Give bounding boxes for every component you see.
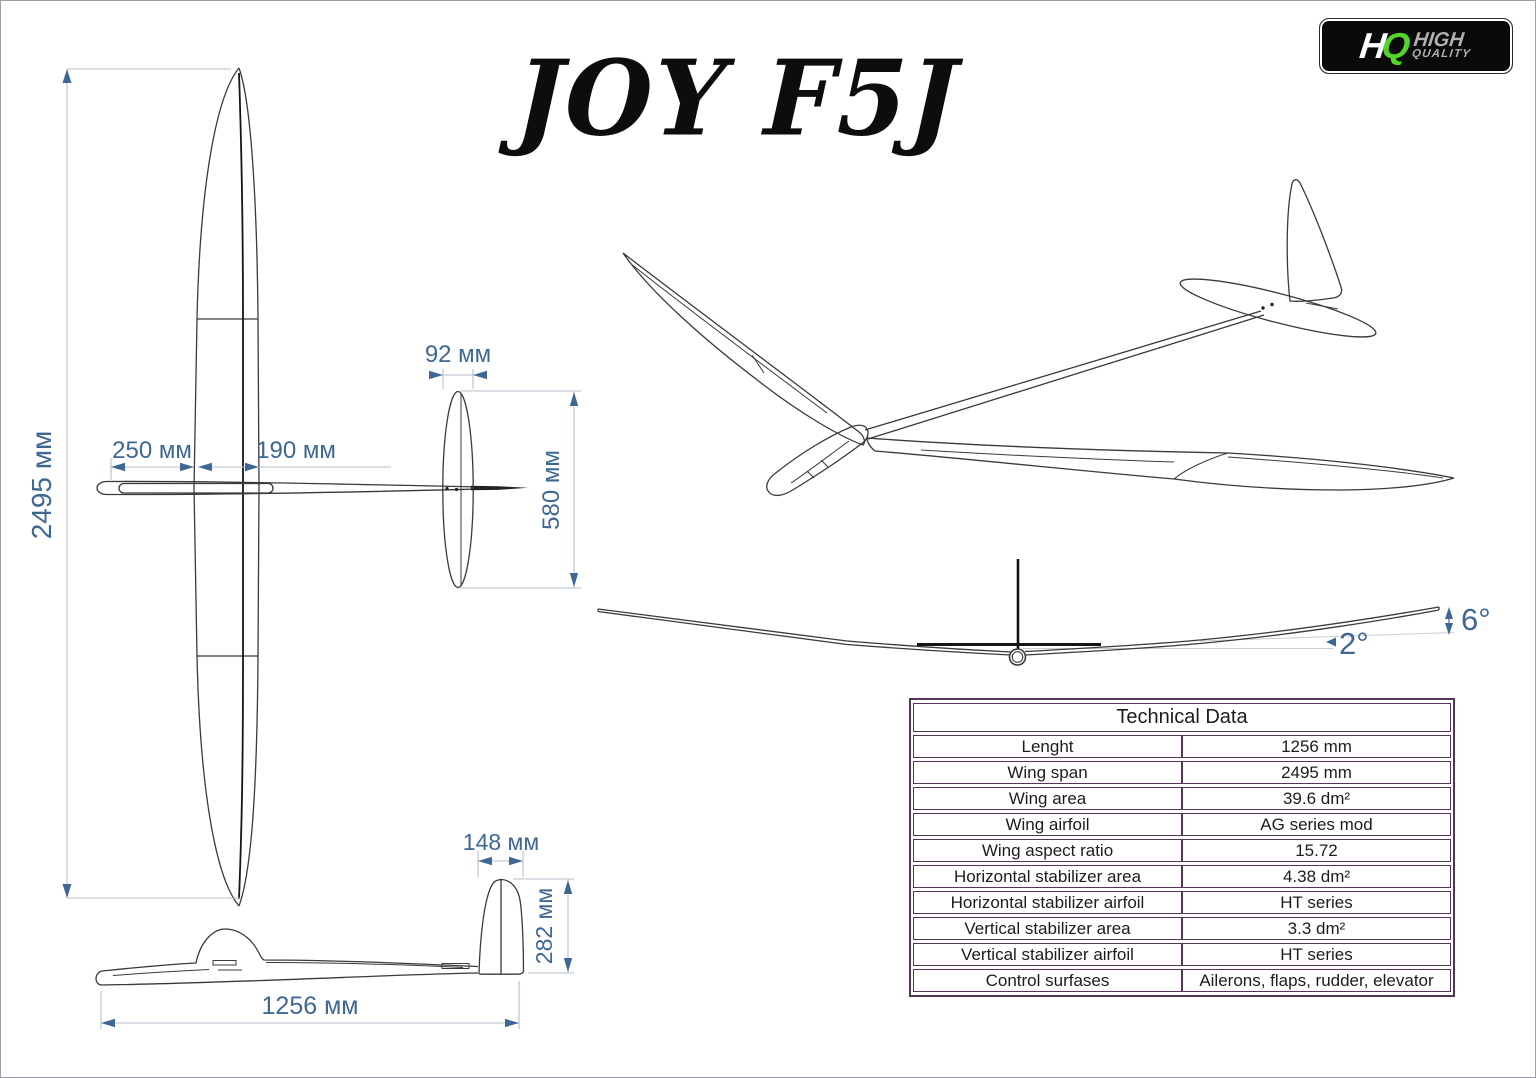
- dim-fin-chord: 148 мм: [463, 829, 539, 855]
- dim-stab-span: 580 мм: [538, 450, 565, 530]
- side-wing-saddle-line: [265, 962, 464, 968]
- row-value: AG series mod: [1182, 813, 1451, 836]
- persp-fuselage-pod: [766, 424, 869, 497]
- table-row: Control surfases Ailerons, flaps, rudder…: [913, 969, 1451, 992]
- logo-word-quality: QUALITY: [1411, 48, 1472, 61]
- wing-trailing-edge: [238, 67, 260, 907]
- row-value: HT series: [1182, 891, 1451, 914]
- dim-fuselage-length: 1256 мм: [262, 992, 359, 1020]
- side-fin: [478, 878, 525, 975]
- row-label: Vertical stabilizer area: [913, 917, 1182, 940]
- persp-elevator-line: [1305, 302, 1339, 310]
- persp-fin: [1286, 179, 1343, 302]
- table-row: Vertical stabilizer airfoil HT series: [913, 943, 1451, 966]
- persp-stab-bolt-1: [1261, 306, 1265, 310]
- row-label: Vertical stabilizer airfoil: [913, 943, 1182, 966]
- canopy-outline: [118, 482, 274, 494]
- row-label: Horizontal stabilizer airfoil: [913, 891, 1182, 914]
- row-value: 1256 mm: [1182, 735, 1451, 758]
- persp-stab-bolt-2: [1270, 302, 1274, 307]
- dim-inner-dihedral: 2°: [1339, 626, 1369, 661]
- side-fuselage-top: [101, 928, 479, 972]
- top-view-dimension-arrows: [62, 69, 579, 898]
- row-label: Lenght: [913, 735, 1182, 758]
- persp-left-wing: [622, 252, 866, 446]
- row-label: Horizontal stabilizer area: [913, 865, 1182, 888]
- table-row: Wing airfoil AG series mod: [913, 813, 1451, 836]
- row-value: 2495 mm: [1182, 761, 1451, 784]
- table-header-row: Technical Data: [913, 703, 1451, 732]
- dim-root-chord: 190 мм: [256, 437, 336, 464]
- dim-stab-chord: 92 мм: [425, 341, 491, 368]
- front-right-wing: [1024, 606, 1440, 656]
- row-value: 3.3 dm²: [1182, 917, 1451, 940]
- row-label: Wing area: [913, 787, 1182, 810]
- row-value: Ailerons, flaps, rudder, elevator: [1182, 969, 1451, 992]
- table-row: Lenght 1256 mm: [913, 735, 1451, 758]
- persp-right-wing-hinge-inner: [920, 449, 1175, 463]
- side-canopy-hatch: [212, 960, 237, 966]
- dim-wing-span: 2495 мм: [26, 431, 57, 540]
- dim-tip-dihedral: 6°: [1461, 602, 1491, 637]
- row-value: 15.72: [1182, 839, 1451, 862]
- table-row: Horizontal stabilizer area 4.38 dm²: [913, 865, 1451, 888]
- row-label: Control surfases: [913, 969, 1182, 992]
- persp-right-wing-hinge-outer: [1227, 456, 1444, 479]
- row-label: Wing airfoil: [913, 813, 1182, 836]
- table-title: Technical Data: [913, 703, 1451, 732]
- logo-word-high: HIGH: [1412, 29, 1466, 52]
- fuselage-top-outline: [96, 480, 472, 496]
- table-row: Wing area 39.6 dm²: [913, 787, 1451, 810]
- side-nose-inner-line: [112, 969, 210, 976]
- persp-left-wing-le-line: [630, 263, 828, 414]
- dim-fin-height: 282 мм: [531, 888, 557, 964]
- perspective-view: [622, 179, 1455, 497]
- stabilizer-outline: [442, 390, 474, 589]
- logo-letter-q: Q: [1379, 25, 1413, 66]
- persp-left-wing-break: [751, 354, 765, 374]
- logo-wordmark: HIGH QUALITY: [1411, 29, 1473, 61]
- technical-data-table: Technical Data Lenght 1256 mm Wing span …: [909, 698, 1455, 997]
- front-left-wing: [597, 608, 1012, 656]
- table-row: Wing span 2495 mm: [913, 761, 1451, 784]
- table-row: Wing aspect ratio 15.72: [913, 839, 1451, 862]
- table-row: Vertical stabilizer area 3.3 dm²: [913, 917, 1451, 940]
- persp-tail-boom: [864, 310, 1265, 440]
- top-view: [96, 67, 528, 907]
- persp-right-wing-break: [1173, 452, 1229, 480]
- side-fuselage-bottom: [95, 970, 479, 986]
- persp-stabilizer: [1179, 278, 1377, 338]
- persp-right-wing: [866, 437, 1455, 491]
- tail-sting: [471, 485, 528, 491]
- side-view: [95, 878, 525, 986]
- side-view-dimension-arrows: [101, 856, 573, 1028]
- row-label: Wing span: [913, 761, 1182, 784]
- row-value: HT series: [1182, 943, 1451, 966]
- row-value: 4.38 dm²: [1182, 865, 1451, 888]
- wing-hinge-line: [238, 72, 244, 900]
- dim-nose-to-wing: 250 мм: [112, 437, 192, 464]
- side-boom-hatch: [441, 963, 470, 969]
- drawing-title: JOY F5J: [513, 36, 961, 160]
- front-view-dimension-arrows: [1326, 607, 1453, 647]
- persp-canopy-line: [790, 440, 850, 484]
- row-label: Wing aspect ratio: [913, 839, 1182, 862]
- stab-bolt-2: [454, 487, 459, 492]
- side-view-dimensions: [100, 851, 574, 1029]
- stab-bolt-1: [445, 486, 449, 491]
- row-value: 39.6 dm²: [1182, 787, 1451, 810]
- front-view: [597, 559, 1455, 666]
- table-row: Horizontal stabilizer airfoil HT series: [913, 891, 1451, 914]
- wing-leading-edge: [193, 67, 240, 907]
- front-fuselage-circle-inner: [1011, 651, 1024, 663]
- persp-canopy-hatch: [806, 459, 829, 479]
